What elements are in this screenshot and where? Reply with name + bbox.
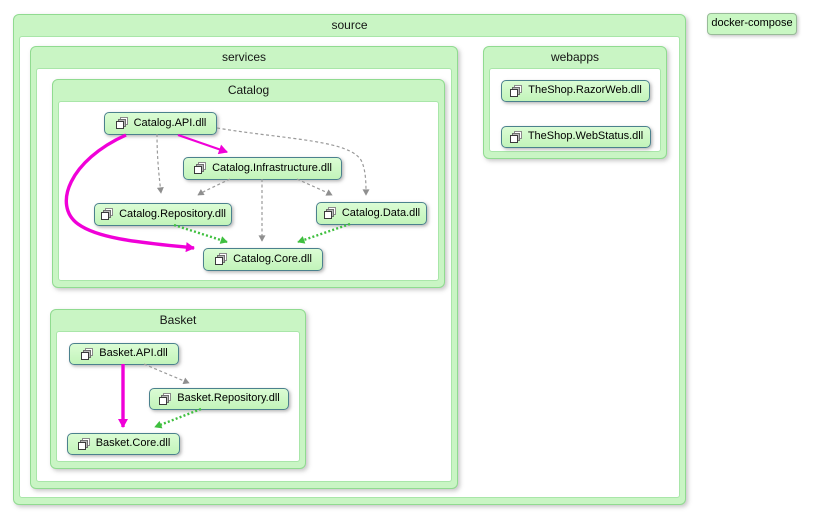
edge-catalog-api-to-catalog-repository[interactable] (156, 133, 164, 194)
node-theshop-webstatus[interactable]: TheShop.WebStatus.dll (501, 126, 651, 148)
edge-catalog-infrastructure-to-catalog-repository[interactable] (197, 178, 231, 196)
node-theshop-razorweb[interactable]: TheShop.RazorWeb.dll (501, 80, 650, 102)
edge-basket-api-to-basket-repository[interactable] (143, 363, 190, 385)
node-docker-compose[interactable]: docker-compose (707, 13, 797, 35)
edge-catalog-infrastructure-to-catalog-data[interactable] (296, 178, 333, 196)
node-label: Basket.Repository.dll (177, 392, 280, 404)
edge-catalog-api-to-catalog-core[interactable] (64, 133, 195, 253)
group-source[interactable]: source services Catalog Catalog.API.dll … (13, 14, 686, 505)
node-label: docker-compose (711, 17, 793, 29)
assembly-icon (159, 392, 172, 405)
assembly-icon (509, 130, 522, 143)
edge-catalog-api-to-catalog-data[interactable] (216, 127, 370, 196)
group-basket[interactable]: Basket Basket.API.dll Basket.Repository.… (50, 309, 306, 469)
node-label: TheShop.RazorWeb.dll (528, 84, 642, 96)
assembly-icon (101, 208, 114, 220)
node-label: Catalog.Repository.dll (119, 207, 226, 220)
edge-catalog-api-to-catalog-infrastructure[interactable] (177, 133, 228, 155)
assembly-icon (215, 253, 228, 265)
node-catalog-data[interactable]: Catalog.Data.dll (316, 202, 427, 225)
group-webapps[interactable]: webapps TheShop.RazorWeb.dll TheShop.Web… (483, 46, 667, 159)
assembly-icon (323, 207, 336, 219)
node-catalog-repository[interactable]: Catalog.Repository.dll (94, 203, 232, 226)
node-basket-core[interactable]: Basket.Core.dll (67, 433, 180, 455)
node-label: Catalog.Infrastructure.dll (212, 161, 332, 174)
group-catalog[interactable]: Catalog Catalog.API.dll Catalog.Infrastr… (52, 79, 445, 288)
group-source-title: source (331, 18, 368, 32)
node-catalog-api[interactable]: Catalog.API.dll (104, 112, 217, 135)
assembly-icon (77, 437, 90, 450)
group-services-title: services (221, 50, 266, 64)
node-label: Catalog.Core.dll (233, 252, 312, 265)
assembly-icon (510, 84, 523, 97)
group-webapps-title: webapps (550, 50, 600, 64)
assembly-icon (81, 347, 94, 360)
node-label: Catalog.Data.dll (341, 206, 421, 219)
node-label: Catalog.API.dll (133, 116, 207, 129)
assembly-icon (194, 162, 207, 174)
group-basket-title: Basket (159, 313, 197, 327)
node-basket-api[interactable]: Basket.API.dll (69, 343, 179, 365)
edge-catalog-data-to-catalog-core[interactable] (297, 222, 351, 244)
node-label: Basket.API.dll (99, 347, 168, 359)
node-catalog-core[interactable]: Catalog.Core.dll (203, 248, 323, 271)
group-catalog-title: Catalog (227, 83, 270, 97)
node-label: Basket.Core.dll (95, 437, 171, 449)
node-label: TheShop.WebStatus.dll (527, 130, 644, 142)
group-services[interactable]: services Catalog Catalog.API.dll Catalog… (30, 46, 458, 489)
node-catalog-infrastructure[interactable]: Catalog.Infrastructure.dll (183, 157, 342, 180)
edge-catalog-repository-to-catalog-core[interactable] (173, 223, 228, 244)
node-basket-repository[interactable]: Basket.Repository.dll (149, 388, 289, 410)
assembly-icon (115, 117, 128, 129)
